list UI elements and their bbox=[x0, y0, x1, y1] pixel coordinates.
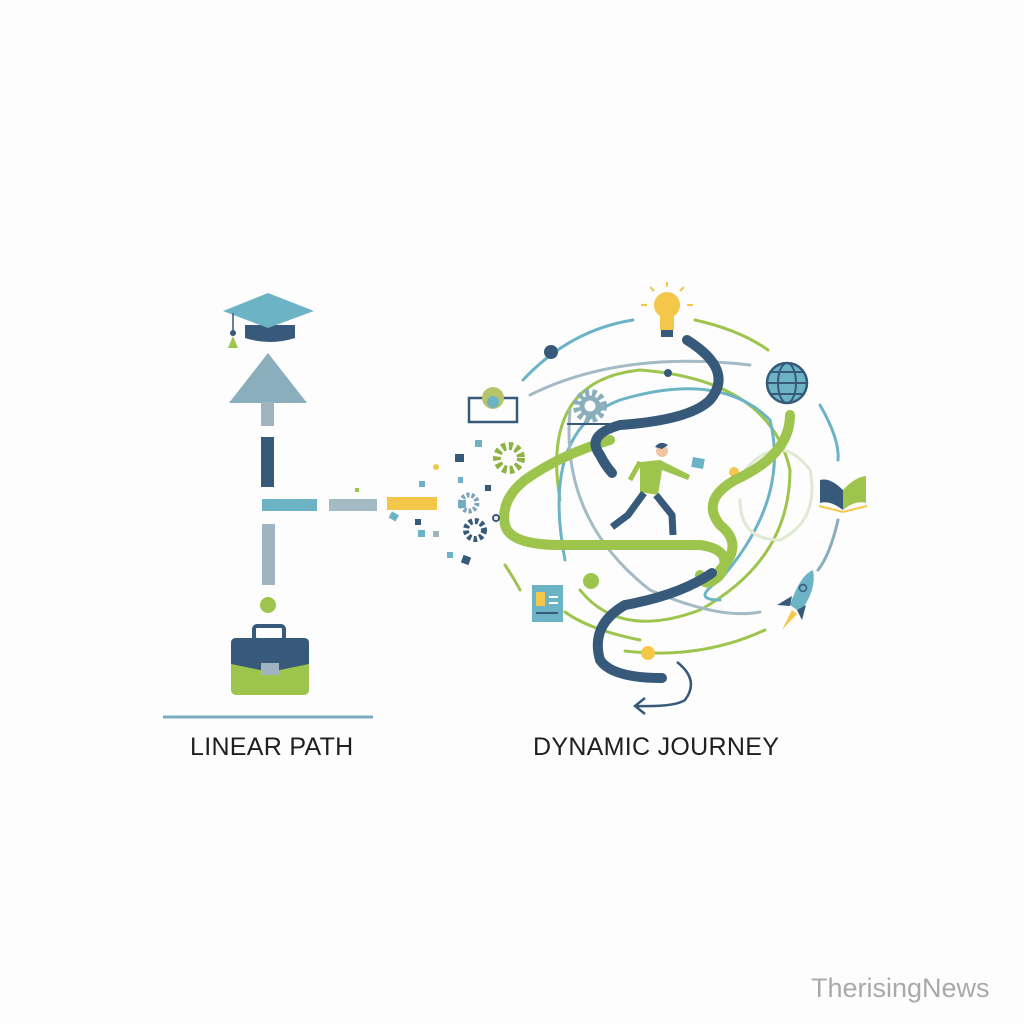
return-arrow-icon bbox=[632, 661, 693, 715]
green-path bbox=[499, 410, 795, 588]
graduation-cap-icon bbox=[223, 293, 314, 348]
linear-path-label: LINEAR PATH bbox=[190, 733, 354, 761]
confetti-particles bbox=[355, 440, 491, 566]
gear-icon bbox=[458, 389, 610, 542]
watermark: TherisingNews bbox=[811, 973, 990, 1003]
runner-figure bbox=[609, 442, 705, 536]
lightbulb-icon bbox=[641, 282, 693, 337]
briefcase-icon bbox=[231, 624, 309, 695]
rocket-icon bbox=[777, 570, 814, 630]
navy-path bbox=[590, 335, 724, 683]
book-icon bbox=[818, 476, 868, 514]
monitor-icon bbox=[467, 387, 519, 424]
globe-icon bbox=[765, 361, 809, 405]
dynamic-journey-label: DYNAMIC JOURNEY bbox=[533, 733, 780, 761]
document-icon bbox=[532, 585, 563, 622]
arrow-up-icon bbox=[229, 353, 437, 613]
